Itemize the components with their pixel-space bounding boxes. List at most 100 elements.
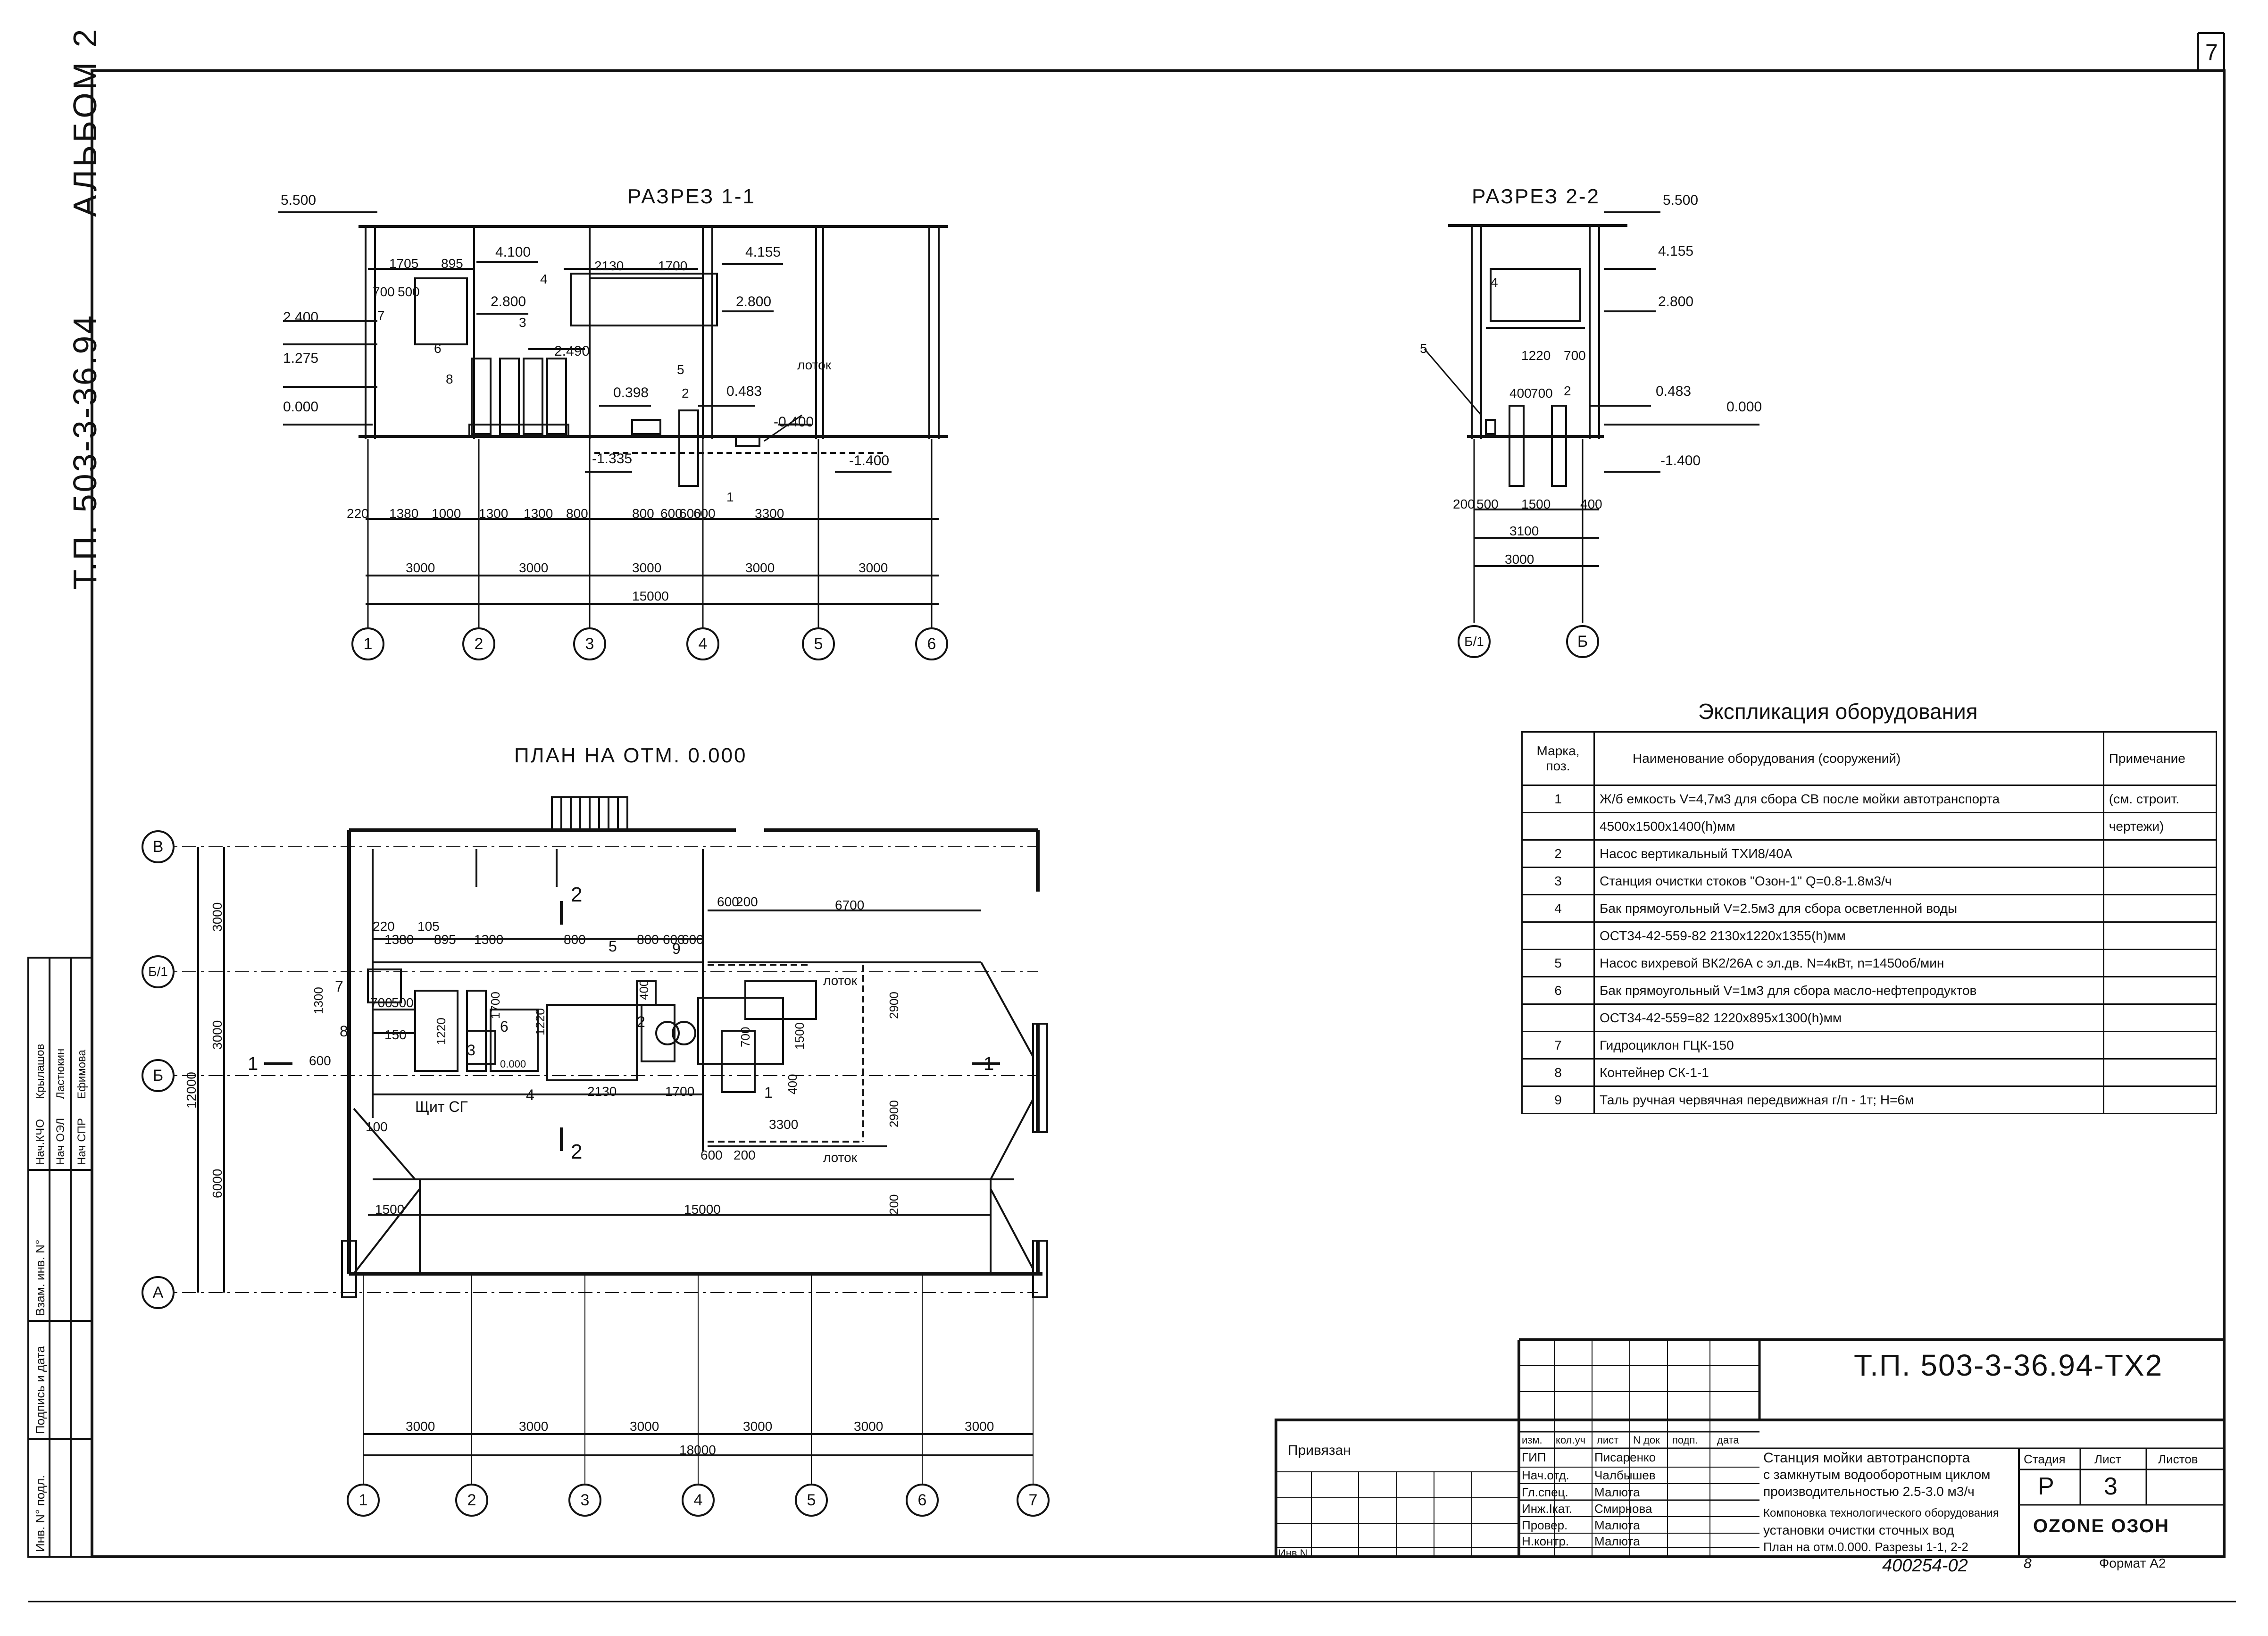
s22-dim-400b: 400: [1580, 497, 1602, 511]
dim-800-b: 800: [632, 506, 654, 521]
plan-cut-1-right: 1: [984, 1053, 994, 1074]
plan-col-axis-4: 4: [682, 1484, 715, 1517]
stamp-col-ndok: N док: [1633, 1434, 1660, 1446]
plan-dim-400v: 400: [785, 1074, 800, 1094]
plan-dim-220: 220: [373, 919, 395, 934]
plan-dim-200b: 200: [734, 1148, 756, 1162]
span-2: 3000: [519, 560, 549, 575]
stamp-bound: Привязан: [1288, 1443, 1351, 1458]
stamp-name-glspec: Малюта: [1594, 1485, 1640, 1499]
stamp-role-glspec: Гл.спец.: [1522, 1485, 1568, 1499]
mark-1: 1: [726, 490, 734, 504]
dim-600-a: 600: [660, 506, 683, 521]
level-m1400: -1.400: [849, 453, 890, 468]
plan-mark-7: 7: [335, 978, 343, 995]
s22-dim-700b: 700: [1531, 386, 1553, 401]
level-m0400: -0.400: [774, 414, 814, 430]
stamp-col-izm: изм.: [1522, 1434, 1543, 1446]
level-5500: 5.500: [281, 192, 317, 208]
plan-col-axis-7: 7: [1017, 1484, 1050, 1517]
mark-2: 2: [682, 386, 689, 401]
plan-span-5: 3000: [854, 1419, 884, 1434]
table-header-row: Марка, поз. Наименование оборудования (с…: [1521, 731, 2218, 786]
table-row: ОСТ34-42-559=82 1220х895х1300(h)мм: [1521, 1003, 2218, 1032]
s22-mark-2: 2: [1564, 384, 1571, 398]
stamp-sheet-label: Лист: [2094, 1452, 2121, 1466]
plan-col-axis-1: 1: [347, 1484, 380, 1517]
section-2-2-geometry: [1424, 211, 1759, 623]
plan-span-3: 3000: [630, 1419, 659, 1434]
explication-table: Марка, поз. Наименование оборудования (с…: [1521, 731, 2218, 1114]
axis-2: 2: [462, 627, 495, 660]
level-2400: 2.400: [283, 309, 319, 325]
plan-geometry: [156, 796, 1048, 1486]
side-strip-geometry: [27, 957, 93, 1558]
stamp-sheet: 3: [2104, 1473, 2118, 1500]
side-name-1: Крылашов: [34, 1043, 47, 1099]
plan-mark-6: 6: [500, 1018, 509, 1035]
header-name: Наименование оборудования (сооружений): [1593, 731, 2104, 786]
side-name-3: Ефимова: [75, 1050, 88, 1099]
axis-3: 3: [573, 627, 606, 660]
s22-level-2800: 2.800: [1658, 294, 1694, 309]
span-3: 3000: [632, 560, 662, 575]
section-1-1-geometry: [278, 211, 948, 630]
plan-mark-4: 4: [526, 1086, 534, 1103]
plan-span-1: 3000: [406, 1419, 435, 1434]
plan-mark-8: 8: [340, 1023, 348, 1040]
mark-6: 6: [434, 341, 442, 356]
lotok-label: лоток: [797, 358, 831, 372]
s22-level-m1400: -1.400: [1660, 453, 1701, 468]
level-2800-a: 2.800: [491, 294, 526, 309]
stamp-stage-label: Стадия: [2024, 1452, 2066, 1466]
plan-dim-500: 500: [392, 995, 414, 1010]
plan-dim-600b: 600: [682, 932, 704, 947]
plan-left-offset-1500: 1500: [375, 1202, 405, 1217]
sheet-number: 7: [2205, 40, 2218, 65]
plan-dim-3300: 3300: [769, 1117, 799, 1132]
plan-dim-800b: 800: [637, 932, 659, 947]
stamp-name-nkontr: Малюта: [1594, 1534, 1640, 1548]
s22-dim-3000: 3000: [1505, 552, 1534, 567]
plan-axis-v: В: [142, 830, 175, 863]
plan-dim-2130: 2130: [587, 1084, 617, 1099]
level-2800-b: 2.800: [736, 294, 772, 309]
stamp-code: Т.П. 503-3-36.94-ТХ2: [1854, 1348, 2163, 1382]
plan-cut-2-bottom: 2: [571, 1140, 583, 1163]
plan-dim-100: 100: [366, 1119, 388, 1134]
stamp-name-nachotd: Чалбышев: [1594, 1468, 1656, 1482]
axis-5: 5: [802, 627, 835, 660]
stamp-inv: Инв.N: [1278, 1547, 1308, 1559]
mark-8: 8: [446, 372, 453, 386]
album-label: АЛЬБОМ 2: [67, 26, 103, 217]
dim-1000: 1000: [432, 506, 461, 521]
stamp-name-prover: Малюта: [1594, 1518, 1640, 1532]
plan-dim-2900a: 2900: [887, 992, 901, 1019]
stamp-stage: Р: [2038, 1473, 2054, 1500]
s22-dim-400: 400: [1509, 386, 1532, 401]
level-0483: 0.483: [726, 384, 762, 399]
plan-lotok-1: лоток: [823, 973, 857, 988]
mark-7: 7: [377, 308, 385, 323]
stamp-col-podp: подп.: [1672, 1434, 1698, 1446]
stamp-sheets-label: Листов: [2158, 1452, 2198, 1466]
stamp-object-title-3: производительностью 2.5-3.0 м3/ч: [1763, 1484, 1975, 1499]
plan-col-axis-2: 2: [455, 1484, 488, 1517]
stamp-role-inzh: Инж.Iкат.: [1522, 1502, 1572, 1516]
stamp-col-data: дата: [1717, 1434, 1739, 1446]
span-4: 3000: [745, 560, 775, 575]
plan-col-axis-6: 6: [906, 1484, 939, 1517]
level-0398: 0.398: [613, 385, 649, 401]
plan-left-dim-3000b: 3000: [210, 1020, 225, 1050]
s22-dim-3100: 3100: [1509, 524, 1539, 538]
plan-dim-700: 700: [370, 995, 392, 1010]
plan-cut-1-left: 1: [248, 1053, 258, 1074]
plan-dim-895: 895: [434, 932, 456, 947]
